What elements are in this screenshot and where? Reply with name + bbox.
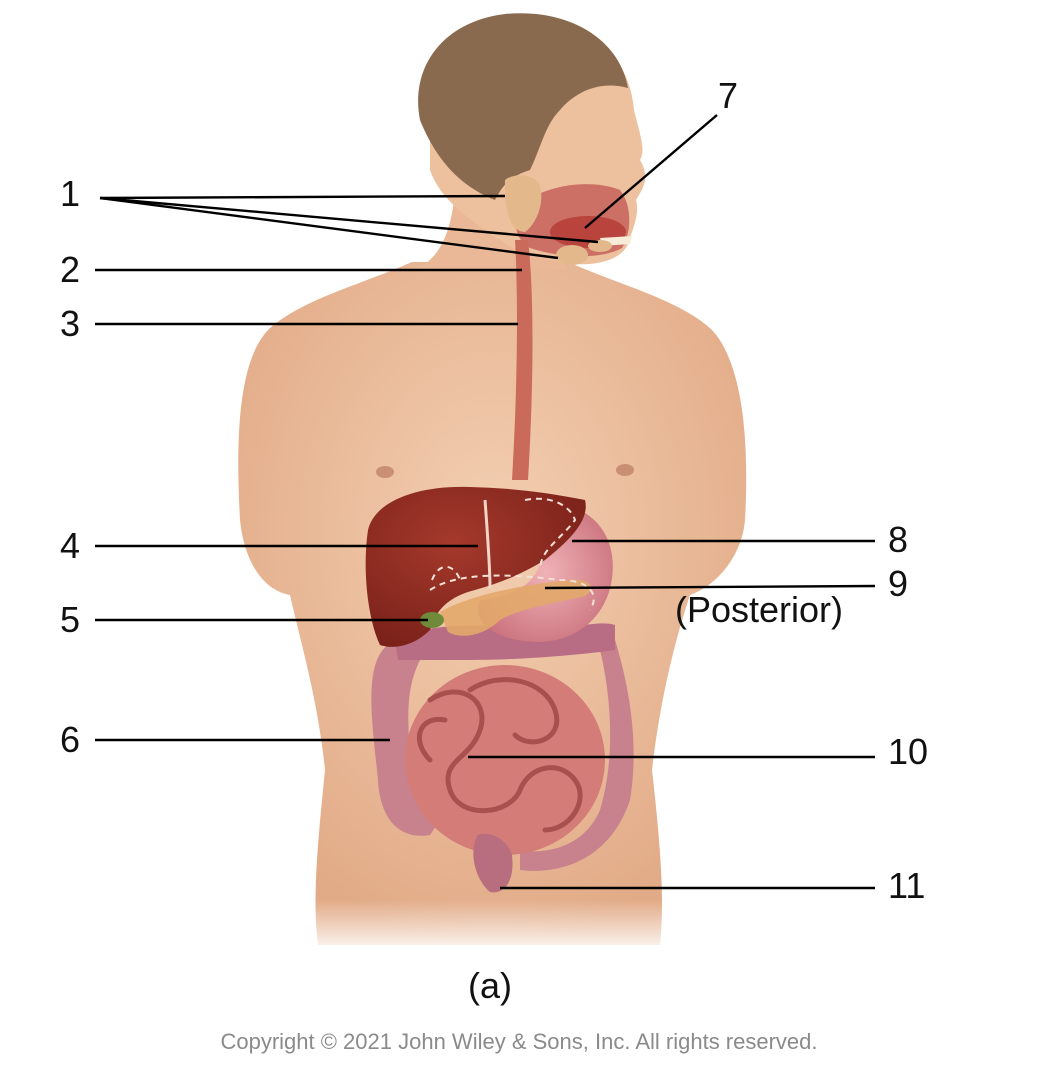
nipple-left: [616, 464, 634, 476]
hair: [418, 13, 628, 200]
parotid-gland: [504, 175, 542, 232]
label-6: 6: [60, 719, 80, 760]
submandibular-gland: [556, 245, 588, 265]
label-8: 8: [888, 519, 908, 560]
label-11: 11: [888, 865, 925, 906]
leader-1a: [99, 194, 506, 200]
copyright-notice: Copyright © 2021 John Wiley & Sons, Inc.…: [220, 1029, 817, 1054]
liver-fissure: [483, 499, 492, 589]
human-figure: [238, 13, 747, 955]
leader-lines: [95, 114, 876, 890]
rectum: [473, 833, 513, 893]
label-3: 3: [60, 303, 80, 344]
leader-7: [584, 114, 718, 229]
leader-9: [544, 584, 876, 590]
small-intestine: [405, 665, 605, 855]
sublingual-gland: [588, 240, 612, 252]
label-2: 2: [60, 249, 80, 290]
intestine-loops: [416, 677, 583, 833]
posterior-outline: [429, 565, 595, 611]
gallbladder: [420, 612, 444, 628]
esophagus: [512, 240, 533, 480]
bottom-fade: [290, 900, 690, 955]
label-7: 7: [718, 75, 738, 116]
label-5: 5: [60, 599, 80, 640]
label-1: 1: [60, 173, 80, 214]
leader-1b: [99, 196, 599, 244]
label-10: 10: [888, 731, 928, 772]
label-9: 9: [888, 563, 908, 604]
stomach-outline: [524, 497, 577, 571]
panel-label: (a): [468, 965, 512, 1006]
leader-1c: [99, 196, 559, 260]
label-4: 4: [60, 525, 80, 566]
posterior-note: (Posterior): [675, 589, 843, 630]
pancreas: [440, 579, 592, 636]
liver: [365, 486, 586, 647]
nipple-right: [376, 466, 394, 478]
label-numbers: 1 2 3 4 5 6 7 8 9 10 11 (Posterior): [60, 75, 928, 906]
salivary-glands: [504, 175, 612, 265]
intestine-mass: [405, 665, 605, 855]
